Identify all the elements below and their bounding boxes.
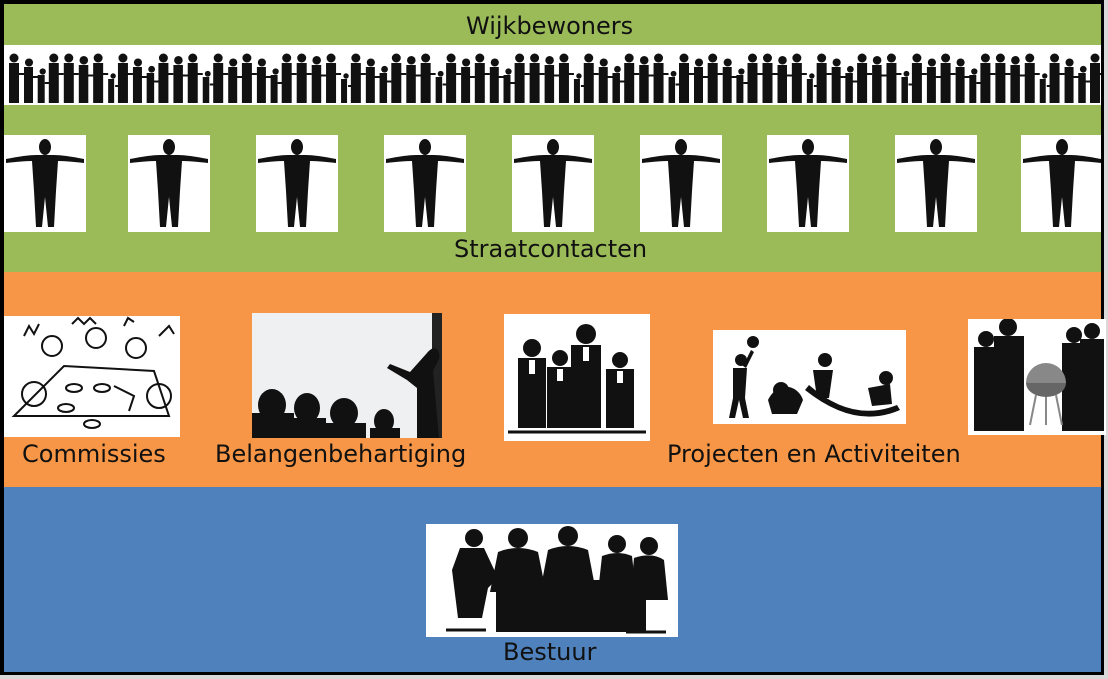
residents-label: Wijkbewoners	[466, 12, 634, 40]
street-contact-image	[256, 135, 338, 232]
street-contact-image	[128, 135, 210, 232]
board-label: Bestuur	[503, 638, 597, 666]
advocacy-image	[252, 313, 442, 438]
commissions-label: Commissies	[22, 440, 166, 468]
children-playing-image	[713, 330, 906, 424]
choir-image	[504, 314, 650, 441]
street-contact-image	[767, 135, 849, 232]
street-contact-image	[4, 135, 86, 232]
projects-activities-label: Projecten en Activiteiten	[667, 440, 961, 468]
street-contact-image	[512, 135, 594, 232]
street-contacts-label: Straatcontacten	[454, 235, 648, 263]
street-contact-image	[1021, 135, 1101, 232]
street-contact-image	[640, 135, 722, 232]
street-contact-image	[384, 135, 466, 232]
street-contact-image	[895, 135, 977, 232]
barbecue-image	[968, 319, 1106, 435]
advocacy-label: Belangenbehartiging	[215, 440, 467, 468]
commissions-image	[4, 316, 180, 437]
crowd-silhouette-image	[4, 45, 1101, 105]
board-meeting-image	[426, 524, 678, 637]
